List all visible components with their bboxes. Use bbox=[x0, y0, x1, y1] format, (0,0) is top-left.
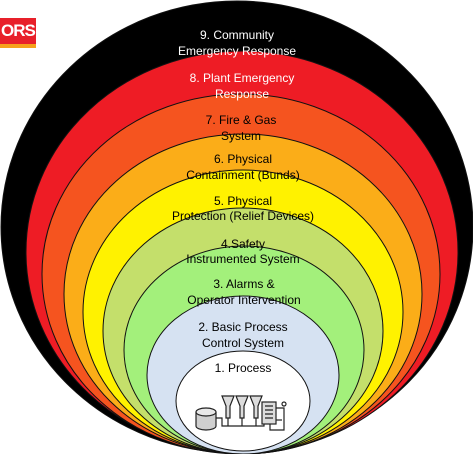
layer-5-label-line2: Protection (Relief Devices) bbox=[172, 209, 314, 223]
layer-2-label-line2: Control System bbox=[202, 336, 284, 350]
layer-3-label-line2: Operator Intervention bbox=[187, 293, 300, 307]
layer-1-label-line1: 1. Process bbox=[215, 361, 272, 375]
layer-9-label-line1: 9. Community bbox=[200, 28, 274, 42]
layer-5-label-line1: 5. Physical bbox=[214, 194, 272, 208]
layer-8-label-line2: Response bbox=[215, 87, 269, 101]
layer-2-label-line1: 2. Basic Process bbox=[198, 320, 287, 334]
layer-7-label-line2: System bbox=[221, 129, 261, 143]
logo-text: ORS bbox=[1, 21, 36, 40]
layer-3-label-line1: 3. Alarms & bbox=[213, 277, 274, 291]
layer-7-label-line1: 7. Fire & Gas bbox=[206, 113, 277, 127]
layer-6-label-line2: Containment (Bunds) bbox=[186, 168, 299, 182]
ors-logo: ORS bbox=[0, 18, 36, 44]
layer-4-label-line1: 4.Safety bbox=[221, 237, 265, 251]
layer-9-label-line2: Emergency Response bbox=[178, 44, 296, 58]
layer-6-label-line1: 6. Physical bbox=[214, 152, 272, 166]
layer-8-label-line1: 8. Plant Emergency bbox=[190, 71, 295, 85]
process-plant-icon bbox=[195, 395, 287, 431]
logo-underline bbox=[0, 44, 36, 48]
layer-4-label-line2: Instrumented System bbox=[186, 252, 299, 266]
